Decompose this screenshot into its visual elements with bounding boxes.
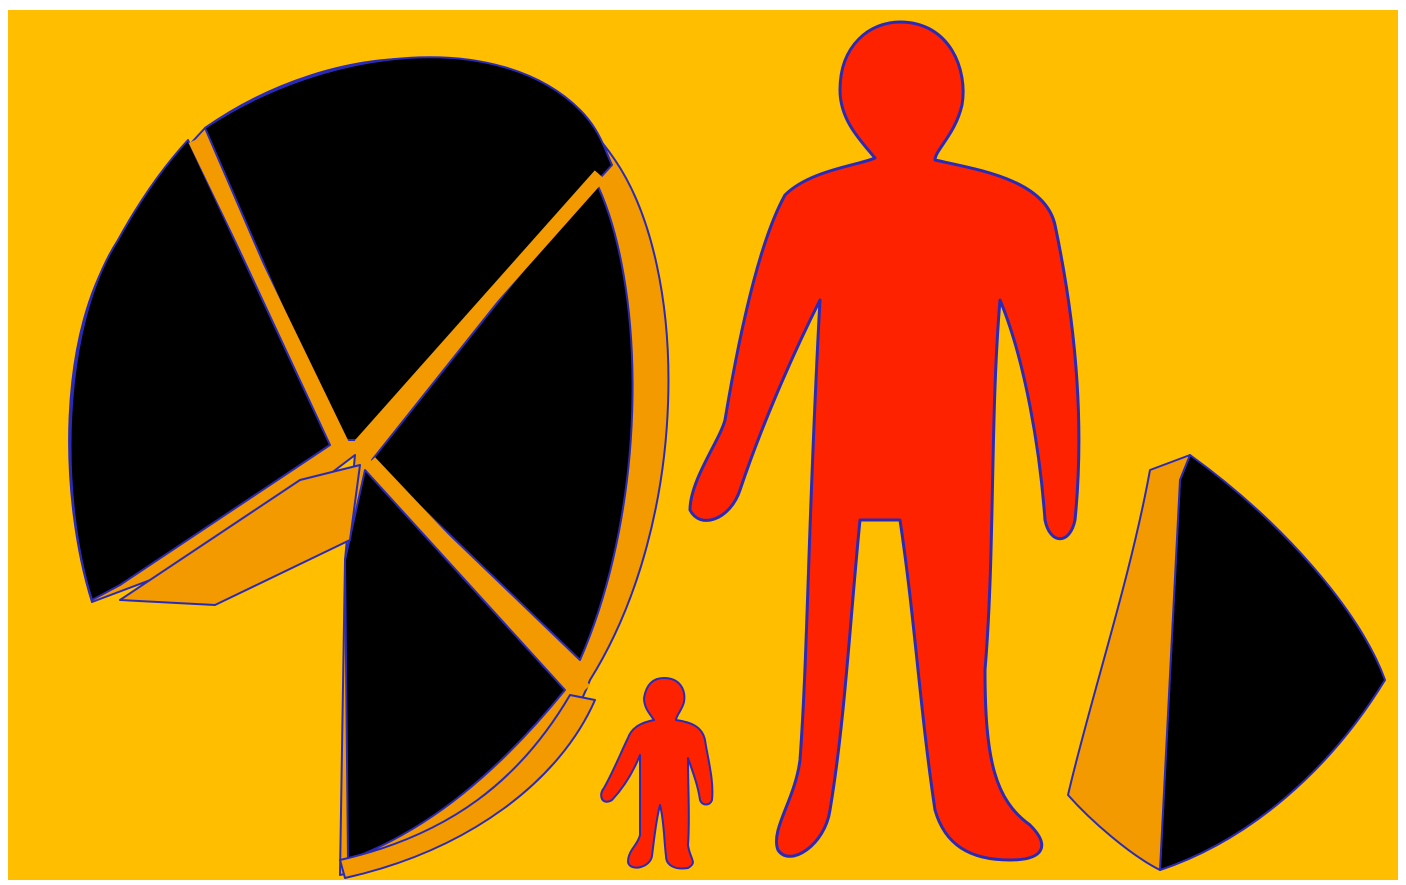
illustration-canvas — [0, 0, 1406, 885]
illustration-svg — [0, 0, 1406, 885]
